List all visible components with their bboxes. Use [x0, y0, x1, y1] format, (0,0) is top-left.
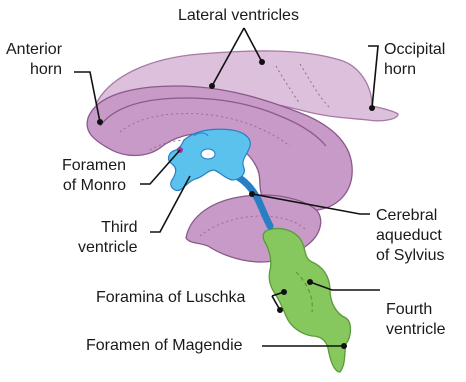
- label-anterior-horn-line2: horn: [6, 60, 62, 80]
- label-occipital-horn: Occipital horn: [384, 40, 445, 80]
- label-cerebral-aqueduct-line3: of Sylvius: [376, 246, 444, 266]
- label-foramen-of-monro-line2: of Monro: [62, 176, 126, 196]
- label-occipital-horn-line1: Occipital: [384, 40, 445, 60]
- label-foramina-of-luschka: Foramina of Luschka: [96, 288, 245, 308]
- label-cerebral-aqueduct-line2: aqueduct: [376, 226, 444, 246]
- label-foramen-of-magendie-text: Foramen of Magendie: [86, 336, 243, 356]
- label-foramina-of-luschka-text: Foramina of Luschka: [96, 288, 245, 308]
- label-cerebral-aqueduct: Cerebral aqueduct of Sylvius: [376, 206, 444, 266]
- label-foramen-of-monro: Foramen of Monro: [62, 156, 126, 196]
- label-cerebral-aqueduct-line1: Cerebral: [376, 206, 444, 226]
- interthalamic-adhesion: [201, 149, 215, 159]
- label-fourth-ventricle: Fourth ventricle: [386, 300, 446, 340]
- third-ventricle: [169, 129, 251, 190]
- label-fourth-ventricle-line2: ventricle: [386, 320, 446, 340]
- label-third-ventricle: Third ventricle: [78, 218, 138, 258]
- label-third-ventricle-line1: Third: [78, 218, 138, 238]
- label-occipital-horn-line2: horn: [384, 60, 445, 80]
- fourth-ventricle: [263, 229, 350, 373]
- label-foramen-of-monro-line1: Foramen: [62, 156, 126, 176]
- label-anterior-horn: Anterior horn: [6, 40, 62, 80]
- label-foramen-of-magendie: Foramen of Magendie: [86, 336, 243, 356]
- label-fourth-ventricle-line1: Fourth: [386, 300, 446, 320]
- label-lateral-ventricles-text: Lateral ventricles: [178, 6, 299, 26]
- label-anterior-horn-line1: Anterior: [6, 40, 62, 60]
- label-lateral-ventricles: Lateral ventricles: [178, 6, 299, 26]
- label-third-ventricle-line2: ventricle: [78, 238, 138, 258]
